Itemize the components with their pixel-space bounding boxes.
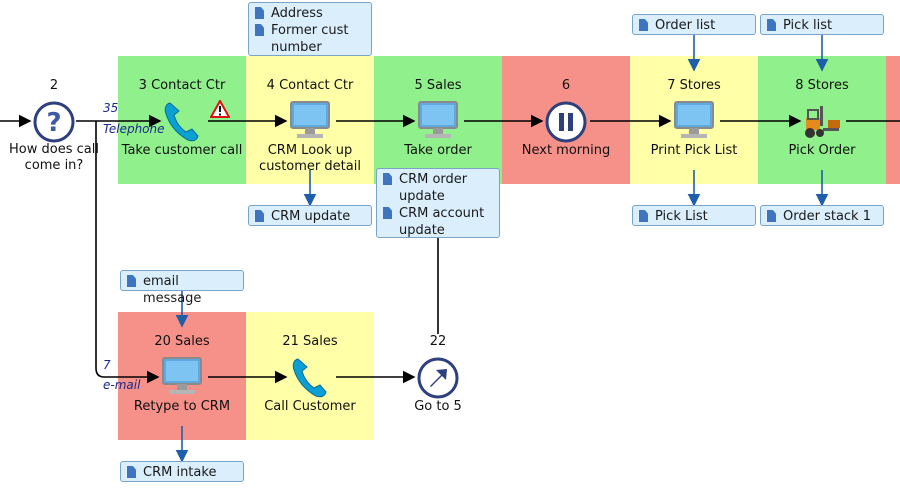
- step-7-label: Print Pick List: [650, 143, 738, 158]
- document-icon: [383, 207, 392, 219]
- step-20-label: Retype to CRM: [133, 399, 231, 414]
- lane-step-3: [118, 56, 246, 184]
- note-crm-intake-text: CRM intake: [143, 465, 217, 480]
- note-pick-list-in[interactable]: Pick list: [760, 14, 884, 35]
- step-3-label: Take customer call: [121, 143, 243, 158]
- question-circle-icon[interactable]: ?: [32, 100, 76, 144]
- branch-telephone-count: 35: [103, 101, 119, 115]
- note-address[interactable]: Address Former cust number: [248, 2, 372, 56]
- phone-icon[interactable]: [290, 356, 328, 398]
- document-icon: [127, 275, 136, 287]
- note-pick-list-out-text: Pick List: [655, 209, 708, 224]
- step-8-label: Pick Order: [788, 143, 856, 158]
- step-22-label: Go to 5: [414, 399, 462, 414]
- note-crm-intake[interactable]: CRM intake: [120, 461, 244, 482]
- step-2-number: 2: [49, 78, 59, 93]
- edge-2-to-20: [95, 121, 160, 384]
- document-icon: [127, 466, 136, 478]
- note-email-message-text: email message: [143, 274, 202, 306]
- warning-icon: [210, 100, 230, 118]
- step-7-number: 7 Stores: [667, 78, 721, 93]
- lane-step-next: [886, 56, 900, 184]
- step-4-number: 4 Contact Ctr: [266, 78, 354, 93]
- note-crm-update-text: CRM update: [271, 209, 351, 224]
- note-pick-list-out[interactable]: Pick List: [632, 205, 756, 226]
- goto-arrow-icon[interactable]: [416, 356, 460, 400]
- computer-icon[interactable]: [672, 100, 716, 140]
- step-8-number: 8 Stores: [795, 78, 849, 93]
- step-22-number: 22: [429, 334, 447, 349]
- note-order-list[interactable]: Order list: [632, 14, 756, 35]
- document-icon: [255, 7, 264, 19]
- document-icon: [383, 173, 392, 185]
- note-pick-list-in-text: Pick list: [783, 18, 833, 33]
- branch-email-label: e-mail: [103, 378, 141, 392]
- document-icon: [767, 210, 776, 222]
- lane-step-21: [246, 312, 374, 440]
- computer-icon[interactable]: [416, 100, 460, 140]
- svg-text:?: ?: [46, 108, 61, 138]
- phone-icon[interactable]: [162, 100, 200, 142]
- note-email-message[interactable]: email message: [120, 270, 244, 306]
- branch-telephone-label: Telephone: [103, 122, 165, 136]
- step-2-label: How does call come in?: [9, 142, 99, 173]
- note-crm-order[interactable]: CRM order update CRM account update: [376, 168, 500, 238]
- step-6-label: Next morning: [521, 143, 611, 158]
- forklift-icon[interactable]: [804, 104, 844, 140]
- note-address-line1: Address: [271, 6, 323, 21]
- computer-icon[interactable]: [160, 356, 204, 396]
- note-crm-update[interactable]: CRM update: [248, 205, 372, 226]
- note-order-list-text: Order list: [655, 18, 716, 33]
- document-icon: [639, 19, 648, 31]
- step-20-number: 20 Sales: [154, 334, 210, 349]
- step-21-label: Call Customer: [264, 399, 356, 414]
- document-icon: [255, 210, 264, 222]
- note-crm-order-line2: CRM account update: [399, 206, 485, 238]
- note-address-line2: Former cust number: [271, 23, 349, 55]
- step-5-number: 5 Sales: [414, 78, 462, 93]
- step-21-number: 21 Sales: [282, 334, 338, 349]
- note-order-stack-text: Order stack 1: [783, 209, 871, 224]
- pause-circle-icon[interactable]: [544, 100, 588, 144]
- step-3-number: 3 Contact Ctr: [138, 78, 226, 93]
- step-5-label: Take order: [404, 143, 472, 158]
- document-icon: [255, 24, 264, 36]
- step-4-label: CRM Look up customer detail: [259, 143, 361, 174]
- step-6-number: 6: [561, 78, 571, 93]
- computer-icon[interactable]: [288, 100, 332, 140]
- note-order-stack[interactable]: Order stack 1: [760, 205, 884, 226]
- note-crm-order-line1: CRM order update: [399, 172, 468, 204]
- branch-email-count: 7: [103, 358, 111, 372]
- document-icon: [767, 19, 776, 31]
- document-icon: [639, 210, 648, 222]
